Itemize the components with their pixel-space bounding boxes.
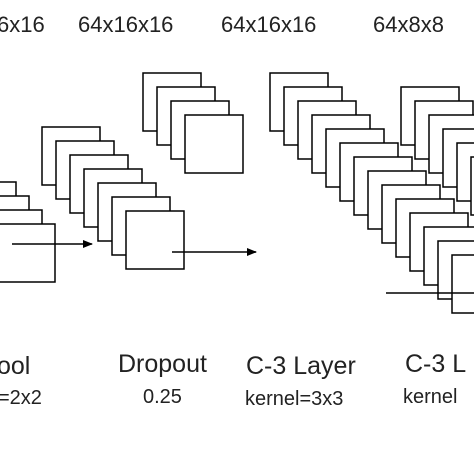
dropout-front-feature-map-4 <box>184 114 244 174</box>
conv1-feature-map-stack <box>142 72 474 314</box>
dropout-feature-map-7 <box>125 210 185 270</box>
layer-param-dropout: 0.25 <box>143 386 182 408</box>
conv1-feature-map-14 <box>451 254 474 314</box>
layer-name-pool: ool <box>0 352 31 380</box>
conv2-feature-map-5 <box>456 142 474 202</box>
conv2-feature-map-stack <box>400 86 474 216</box>
pool-feature-map-stack <box>0 181 56 283</box>
layer-param-conv2: kernel <box>403 386 458 408</box>
layer-name-conv2: C-3 L <box>405 350 467 378</box>
layer-param-pool: =2x2 <box>0 387 42 409</box>
dim-label-conv1: 64x16x16 <box>221 12 317 37</box>
layer-name-conv1: C-3 Layer <box>246 352 356 380</box>
pool-feature-map-4 <box>0 223 56 283</box>
layer-param-conv1: kernel=3x3 <box>245 388 344 410</box>
dim-label-dropout: 64x16x16 <box>78 12 174 37</box>
dim-label-conv2: 64x8x8 <box>373 12 444 37</box>
dropout-feature-map-stack <box>41 126 185 270</box>
conv2-feature-map-6 <box>470 156 474 216</box>
layer-name-dropout: Dropout <box>118 350 207 378</box>
dim-label-first: 6x16 <box>0 12 45 37</box>
